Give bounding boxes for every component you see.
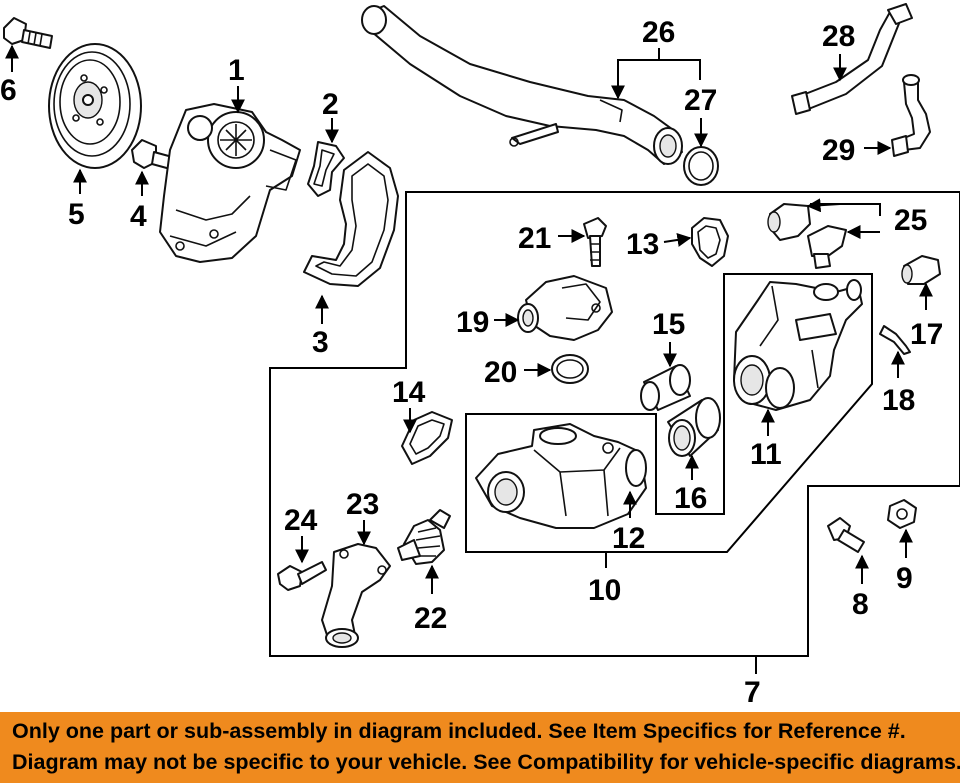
coolant-pipe-part-26 [361, 5, 683, 165]
callout-19: 19 [456, 306, 489, 339]
callout-15: 15 [652, 308, 685, 341]
callout-6: 6 [0, 74, 17, 107]
callout-27: 27 [684, 84, 717, 117]
callout-23: 23 [346, 488, 379, 521]
sensor-part-25b [807, 225, 847, 269]
callout-20: 20 [484, 356, 517, 389]
callout-2: 2 [322, 88, 339, 121]
clip-part-18 [879, 325, 911, 355]
bolt-part-6 [3, 17, 53, 49]
sensor-part-17 [901, 255, 941, 285]
callout-24: 24 [284, 504, 318, 537]
thermostat-part-22 [397, 509, 451, 565]
disclaimer-line-2: Diagram may not be specific to your vehi… [12, 750, 960, 774]
hose-part-28 [791, 3, 913, 115]
sensor-part-25a [767, 203, 811, 241]
callout-14: 14 [392, 376, 426, 409]
callout-13: 13 [626, 228, 659, 261]
callout-22: 22 [414, 602, 447, 635]
callout-4: 4 [130, 200, 147, 233]
leader-13 [663, 232, 692, 247]
callout-7: 7 [744, 676, 761, 709]
housing-part-19 [517, 275, 613, 341]
disclaimer-banner: Only one part or sub-assembly in diagram… [0, 712, 960, 783]
sleeve-part-15 [640, 364, 691, 411]
bolt-part-8 [827, 517, 865, 553]
sleeve-part-16 [667, 397, 721, 457]
hose-part-29 [891, 74, 931, 157]
leader-25-arrow-a [806, 198, 841, 213]
callout-10: 10 [588, 574, 621, 607]
disclaimer-line-1: Only one part or sub-assembly in diagram… [12, 719, 906, 743]
outlet-part-23 [321, 543, 391, 648]
pulley-part-5 [48, 43, 142, 169]
assembly-7-frame [269, 191, 960, 657]
gasket-part-13-inner [697, 225, 721, 259]
callout-25: 25 [894, 204, 927, 237]
callout-3: 3 [312, 326, 329, 359]
callout-18: 18 [882, 384, 915, 417]
callout-26: 26 [642, 16, 675, 49]
callout-17: 17 [910, 318, 943, 351]
gasket-part-3 [303, 151, 399, 287]
o-ring-part-27-inner [688, 151, 714, 181]
gasket-part-2 [307, 141, 345, 197]
housing-part-11 [733, 279, 863, 411]
callout-9: 9 [896, 562, 913, 595]
bolt-part-24 [277, 561, 327, 591]
bolt-part-21 [583, 217, 607, 267]
callout-8: 8 [852, 588, 869, 621]
callout-5: 5 [68, 198, 85, 231]
callout-11: 11 [750, 438, 782, 471]
parts-diagram: 6 5 4 1 2 3 26 27 28 29 21 13 25 17 18 1… [0, 3, 960, 709]
callout-29: 29 [822, 134, 855, 167]
callout-16: 16 [674, 482, 707, 515]
callout-12: 12 [612, 522, 645, 555]
nut-part-9 [887, 499, 917, 529]
gasket-part-14-inner [409, 419, 445, 455]
callout-28: 28 [822, 20, 855, 53]
housing-part-12 [475, 423, 647, 529]
o-ring-part-20-inner [556, 359, 584, 379]
callout-1: 1 [228, 54, 245, 87]
gasket-part-13 [691, 217, 729, 267]
callout-21: 21 [518, 222, 551, 255]
water-pump-part-1 [159, 103, 301, 263]
